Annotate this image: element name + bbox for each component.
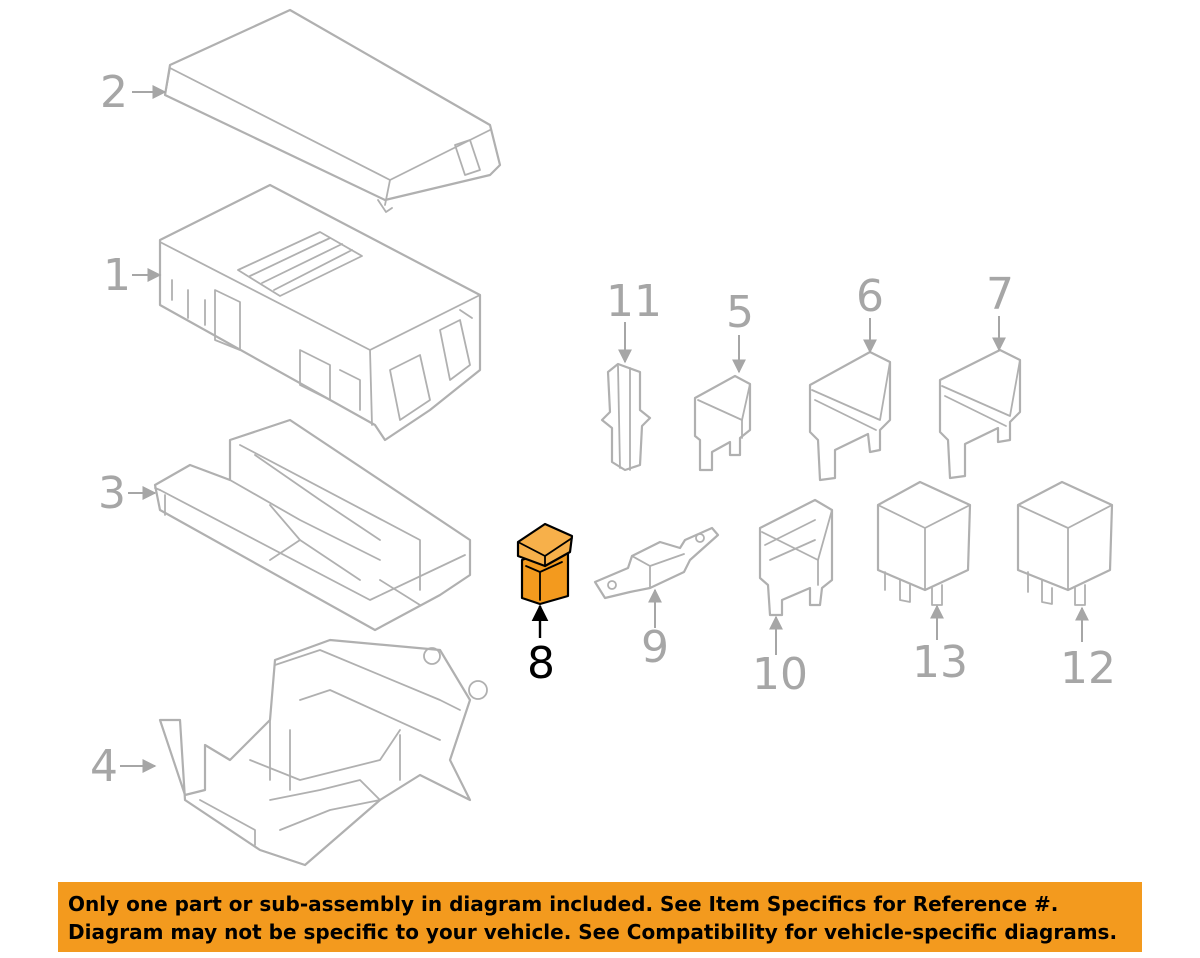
callout-1: 1 [103,250,131,301]
part-11-fuse [600,362,652,472]
part-8-highlighted-fuse [516,522,574,606]
part-10-fuse [758,498,834,617]
callout-9: 9 [641,622,669,673]
part-13-relay [876,480,972,606]
callout-labels: 2 1 3 4 11 5 6 7 8 9 10 13 12 [90,67,1116,792]
callout-11: 11 [606,276,662,327]
part-12-relay [1016,480,1114,606]
callout-5: 5 [726,287,754,338]
callout-13: 13 [912,637,968,688]
part-6-fuse [808,350,892,482]
callout-10: 10 [752,649,808,700]
part-7-fuse [938,348,1022,480]
part-3-tray [153,418,472,632]
part-5-fuse [693,374,752,472]
callout-12: 12 [1060,643,1116,694]
parts-diagram: 2 1 3 4 11 5 6 7 8 9 10 13 12 [90,8,1116,867]
notice-line-1: Only one part or sub-assembly in diagram… [68,892,1059,916]
callout-6: 6 [856,271,884,322]
part-1-housing [158,183,482,442]
callout-7: 7 [986,269,1014,320]
part-9-fusible-link [593,526,720,600]
notice-banner: Only one part or sub-assembly in diagram… [58,882,1142,952]
callout-2: 2 [100,67,128,118]
callout-3: 3 [98,468,126,519]
part-4-bracket [158,638,488,867]
callout-8: 8 [527,638,555,689]
notice-line-2: Diagram may not be specific to your vehi… [68,920,1118,944]
leader-arrows [120,85,1089,773]
callout-4: 4 [90,741,118,792]
part-2-lid [163,8,502,213]
